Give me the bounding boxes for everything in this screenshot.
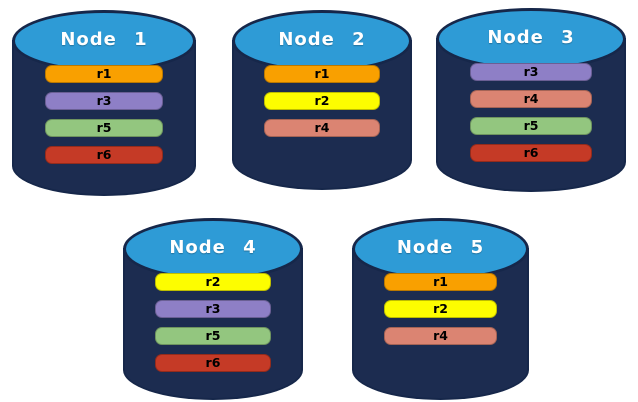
replica-bar-r2: r2 <box>155 273 271 291</box>
replica-bar-r2: r2 <box>383 300 498 318</box>
node-title: Node 1 <box>60 28 148 50</box>
cylinder-top: Node 2 <box>232 10 412 72</box>
cylinder-top: Node 4 <box>123 218 303 280</box>
replica-bar-r3: r3 <box>155 300 271 318</box>
cylinder-top: Node 3 <box>436 8 626 70</box>
replica-bar-r5: r5 <box>45 119 163 137</box>
node-title: Node 4 <box>169 236 257 258</box>
node-5: Node 5 r1 r2 r4 <box>352 218 529 400</box>
replica-bar-r3: r3 <box>45 92 163 110</box>
replica-bar-r4: r4 <box>264 119 380 137</box>
replica-bar-r5: r5 <box>470 117 592 135</box>
replica-bar-r1: r1 <box>264 65 380 83</box>
cylinder-top: Node 1 <box>12 10 196 72</box>
replica-bar-r5: r5 <box>155 327 271 345</box>
replica-bar-r4: r4 <box>470 90 592 108</box>
replica-list: r3 r4 r5 r6 <box>436 63 626 171</box>
replica-bar-r1: r1 <box>45 65 163 83</box>
replica-list: r1 r2 r4 <box>352 273 529 354</box>
node-title: Node 5 <box>396 236 485 258</box>
replica-list: r1 r3 r5 r6 <box>12 65 196 173</box>
cylinder-top: Node 5 <box>352 218 529 280</box>
replica-bar-r1: r1 <box>383 273 498 291</box>
node-2: Node 2 r1 r2 r4 <box>232 10 412 190</box>
replica-bar-r6: r6 <box>45 146 163 164</box>
replica-bar-r4: r4 <box>383 327 498 345</box>
node-title: Node 3 <box>487 26 575 48</box>
node-3: Node 3 r3 r4 r5 r6 <box>436 8 626 192</box>
replica-bar-r2: r2 <box>264 92 380 110</box>
node-title: Node 2 <box>278 28 366 50</box>
replica-list: r1 r2 r4 <box>232 65 412 146</box>
replica-bar-r6: r6 <box>155 354 271 372</box>
replica-bar-r6: r6 <box>470 144 592 162</box>
node-1: Node 1 r1 r3 r5 r6 <box>12 10 196 196</box>
replica-bar-r3: r3 <box>470 63 592 81</box>
node-4: Node 4 r2 r3 r5 r6 <box>123 218 303 400</box>
replica-list: r2 r3 r5 r6 <box>123 273 303 381</box>
